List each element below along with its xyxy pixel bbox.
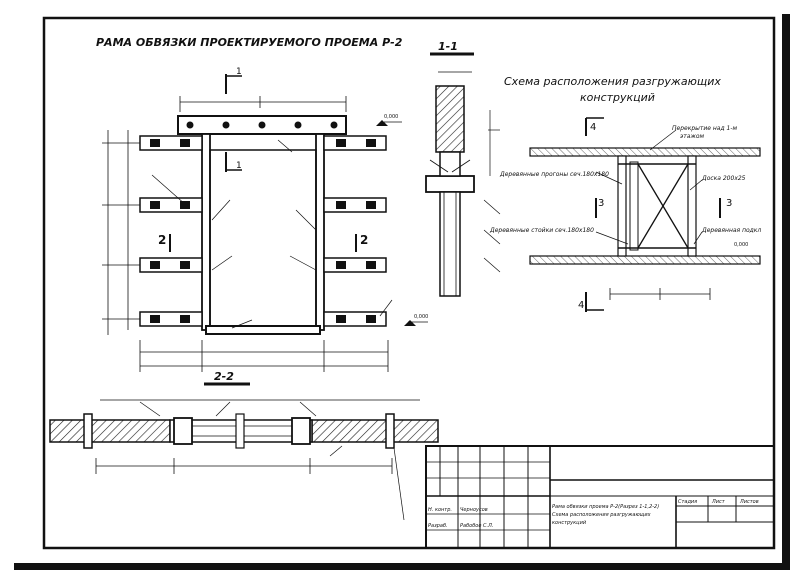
svg-text:2: 2	[360, 233, 368, 247]
title-block	[425, 445, 775, 549]
tb-description-line3: конструкций	[552, 520, 587, 526]
level-mark-elevation: 0,000 0,000	[376, 114, 428, 326]
main-title: РАМА ОБВЯЗКИ ПРОЕКТИРУЕМОГО ПРОЕМА Р-2	[96, 36, 403, 49]
tb-name-2: Рабобое С.Л.	[460, 523, 493, 529]
label-board: Доска 200х25	[701, 175, 746, 182]
section-1-1-drawing	[425, 71, 501, 297]
drawing-frame	[42, 16, 776, 550]
label-mark-3-right: 3	[726, 198, 732, 209]
svg-text:1: 1	[236, 161, 242, 171]
label-mark-3-left: 3	[598, 198, 604, 209]
sheet-shadow-bottom	[14, 563, 790, 570]
label-mark-4-top: 4	[590, 122, 596, 133]
section-mark-2-left: 2	[158, 233, 171, 252]
tb-col-stage: Стадия	[678, 499, 697, 505]
label-mark-4-bottom: 4	[578, 300, 584, 311]
tb-description-line2: Схема расположения разгружающих	[552, 512, 651, 518]
tb-col-sheet: Лист	[711, 499, 726, 505]
scheme-title-line2: конструкций	[580, 91, 655, 104]
section-2-2-drawing	[49, 399, 439, 521]
label-overlap-slab: Перекрытие над 1-м	[672, 125, 738, 132]
label-wooden-posts: Деревянные стойки сеч.180х180	[489, 227, 594, 234]
svg-text:0,000: 0,000	[384, 114, 398, 120]
svg-text:1-1: 1-1	[438, 40, 458, 53]
frame-elevation	[102, 96, 393, 372]
svg-text:2-2: 2-2	[214, 370, 234, 383]
section-mark-1-top: 1	[225, 67, 242, 94]
tb-name-1: Черноусов	[460, 507, 488, 513]
svg-text:1: 1	[236, 67, 242, 77]
label-floor: этажом	[680, 133, 705, 140]
scheme-title-line1: Схема расположения разгружающих	[504, 75, 721, 88]
tb-row-label-2: Разраб.	[428, 523, 448, 529]
label-wooden-pad: Деревянная подкл	[701, 227, 761, 234]
tb-row-label-1: Н. контр.	[428, 507, 452, 513]
section-mark-2-right: 2	[355, 233, 368, 252]
svg-text:0,000: 0,000	[414, 314, 428, 320]
label-wooden-beams: Деревянные прогоны сеч.180х180	[499, 171, 609, 178]
level-mark-scheme: 0,000	[734, 242, 748, 248]
tb-description-line1: Рама обвязки проема Р-2(Разрез 1-1,2-2)	[552, 504, 659, 510]
sheet-shadow-right	[782, 14, 790, 570]
tb-col-sheets: Листов	[739, 499, 759, 505]
section-1-1-label: 1-1	[430, 40, 474, 56]
svg-text:2: 2	[158, 233, 166, 247]
scheme-drawing	[529, 117, 761, 312]
section-mark-1-bottom: 1	[225, 152, 242, 172]
section-2-2-label: 2-2	[204, 370, 250, 386]
